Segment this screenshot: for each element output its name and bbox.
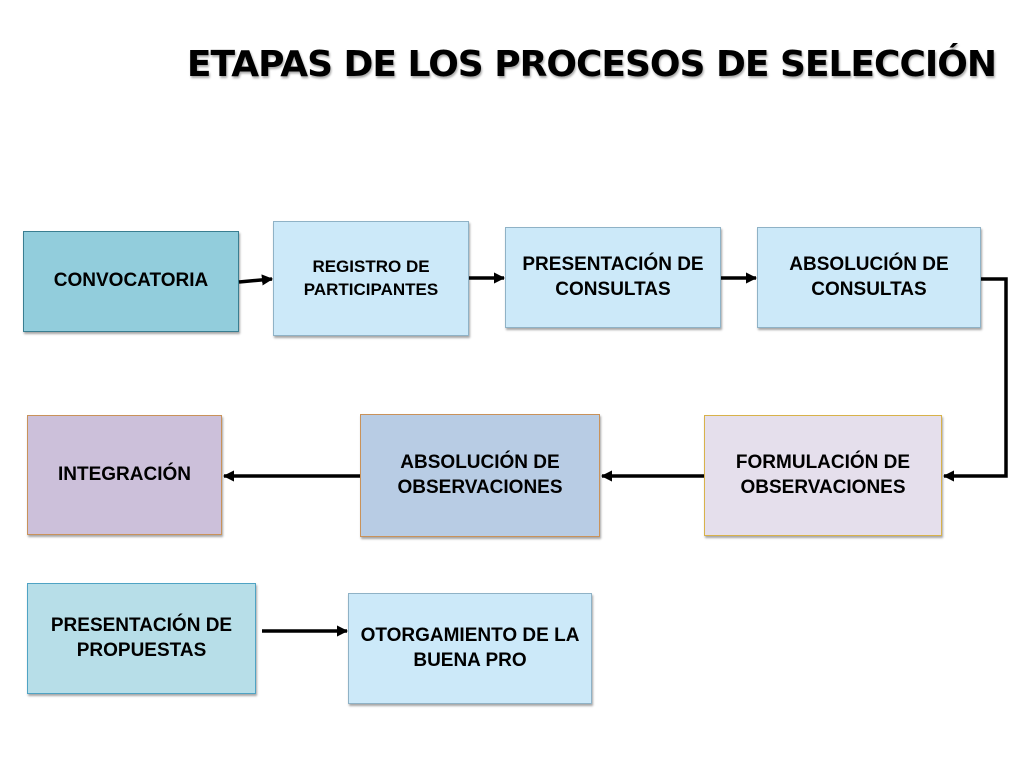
step-formulacion-de-observaciones: FORMULACIÓN DE OBSERVACIONES: [704, 415, 942, 536]
step-otorgamiento-label: OTORGAMIENTO DE LA BUENA PRO: [360, 624, 580, 671]
step-absolucion-observaciones-label: ABSOLUCIÓN DE OBSERVACIONES: [397, 451, 563, 498]
step-absolucion-de-observaciones: ABSOLUCIÓN DE OBSERVACIONES: [360, 414, 600, 537]
arrow-convocatoria-to-registro: [238, 274, 274, 286]
step-otorgamiento-buena-pro: OTORGAMIENTO DE LA BUENA PRO: [348, 593, 592, 704]
step-presentacion-consultas-label: PRESENTACIÓN DE CONSULTAS: [522, 253, 704, 300]
step-convocatoria-label: CONVOCATORIA: [53, 270, 209, 292]
step-presentacion-propuestas-label: PRESENTACIÓN DE PROPUESTAS: [50, 614, 233, 661]
step-convocatoria: CONVOCATORIA: [23, 231, 239, 332]
step-registro-de-participantes: REGISTRO DE PARTICIPANTES: [273, 221, 469, 336]
step-presentacion-de-propuestas: PRESENTACIÓN DE PROPUESTAS: [27, 583, 256, 694]
slide-title: ETAPAS DE LOS PROCESOS DE SELECCIÓN: [186, 44, 997, 85]
step-integracion: INTEGRACIÓN: [27, 415, 222, 535]
step-absolucion-de-consultas: ABSOLUCIÓN DE CONSULTAS: [757, 227, 981, 328]
step-registro-label: REGISTRO DE PARTICIPANTES: [303, 257, 439, 299]
step-integracion-label: INTEGRACIÓN: [58, 463, 191, 485]
step-presentacion-de-consultas: PRESENTACIÓN DE CONSULTAS: [505, 227, 721, 328]
step-formulacion-observaciones-label: FORMULACIÓN DE OBSERVACIONES: [735, 451, 911, 498]
step-absolucion-consultas-label: ABSOLUCIÓN DE CONSULTAS: [789, 253, 949, 300]
